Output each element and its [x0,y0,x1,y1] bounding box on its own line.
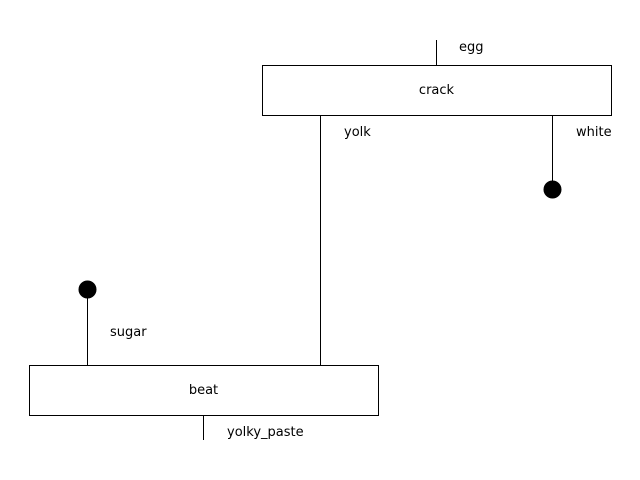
edge-yolky-paste-label: yolky_paste [227,425,304,440]
edge-white-label: white [576,125,612,140]
node-beat: beat [29,365,379,416]
node-crack: crack [262,65,612,116]
edge-sugar-terminal [78,280,97,299]
node-crack-label: crack [419,83,455,98]
edge-yolky-paste: yolky_paste [203,415,304,440]
edge-egg-label: egg [459,40,484,55]
edge-sugar: sugar [78,280,147,366]
edge-sugar-label: sugar [110,325,147,340]
node-beat-box [29,365,379,416]
node-crack-box [262,65,612,116]
edge-egg: egg [436,40,484,66]
edge-white: white [543,115,612,199]
edge-yolk: yolk [320,115,371,366]
edge-yolk-label: yolk [344,125,371,140]
node-beat-label: beat [189,383,218,398]
edge-white-terminal [543,180,562,199]
